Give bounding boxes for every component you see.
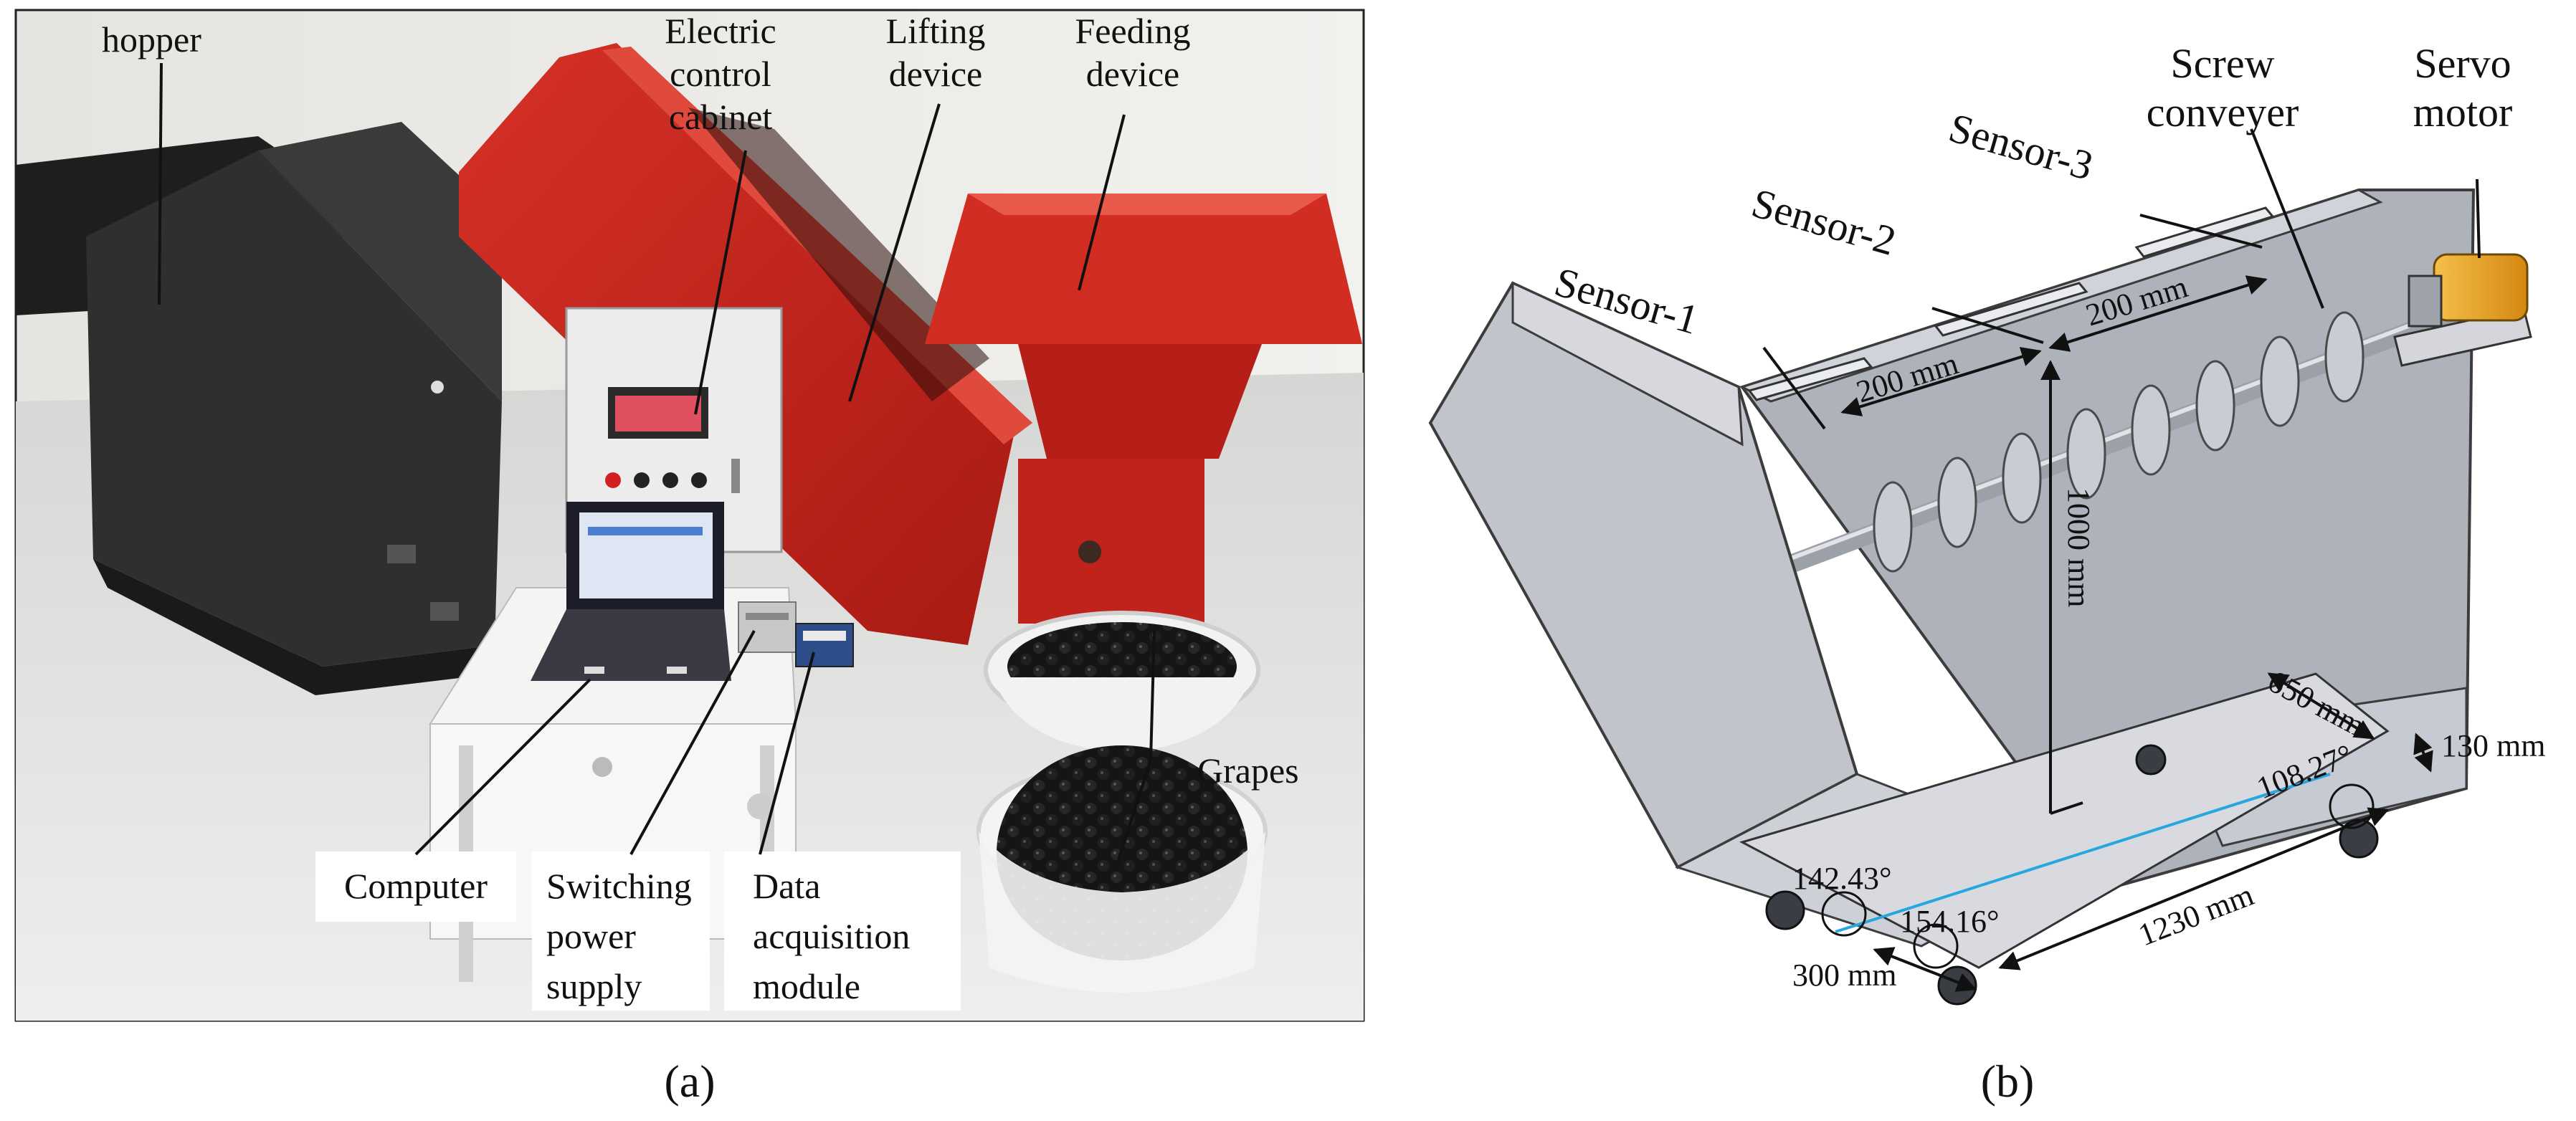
power-label-line3: supply [546, 966, 642, 1006]
daq-label-line1: Data [753, 866, 820, 906]
feeding-label-line1: Feeding [1075, 11, 1190, 51]
sensor-3-label: Sensor-3 [1944, 104, 2098, 189]
angle-2: 154.16° [1900, 904, 2000, 939]
panel-b-dimension-lines [1840, 275, 2433, 992]
daq-label-line2: acquisition [753, 916, 910, 956]
angle-arcs [1821, 783, 2375, 969]
screw-label-line2: conveyer [2147, 89, 2299, 135]
dim-height: 1000 mm [2061, 487, 2096, 607]
sensor-2-label: Sensor-2 [1746, 179, 1901, 264]
daq-label-box [724, 852, 961, 1011]
grapes-label: Grapes [1197, 750, 1299, 791]
dim-depth: 130 mm [2441, 728, 2545, 763]
hopper-label: hopper [102, 19, 201, 59]
data-acquisition-device [795, 623, 854, 667]
cabinet-label-line3: cabinet [669, 97, 772, 137]
lifting-label-line1: Lifting [886, 11, 986, 51]
cabinet-label-line1: Electric [665, 11, 776, 51]
computer-label: Computer [344, 866, 488, 906]
laptop [531, 502, 731, 681]
box-front-wall [1428, 281, 1859, 869]
servo-label-line1: Servo [2414, 40, 2511, 87]
screw-flights [1873, 311, 2364, 573]
panel-b-caption: (b) [1981, 1056, 2035, 1107]
computer-label-box [315, 852, 516, 922]
panel-a-caption: (a) [664, 1056, 715, 1107]
dim-base: 300 mm [1792, 958, 1896, 993]
daq-label-line3: module [753, 966, 860, 1006]
screw-label-line1: Screw [2171, 40, 2275, 87]
grape-bucket-upper [984, 611, 1260, 753]
power-label-box [532, 852, 710, 1011]
feeding-device [925, 194, 1362, 624]
panel-a-leaders [158, 62, 1156, 861]
power-label-line2: power [546, 916, 636, 956]
lifting-label-line2: device [889, 54, 982, 94]
cabinet-label-line2: control [670, 54, 771, 94]
servo-label-line2: motor [2413, 89, 2513, 135]
panel-b-leaders [1762, 128, 2481, 430]
angle-1: 142.43° [1792, 861, 1892, 896]
servo-motor-body [2433, 253, 2529, 322]
hopper-machine [16, 122, 502, 695]
feeding-label-line2: device [1086, 54, 1179, 94]
power-label-line1: Switching [546, 866, 692, 906]
